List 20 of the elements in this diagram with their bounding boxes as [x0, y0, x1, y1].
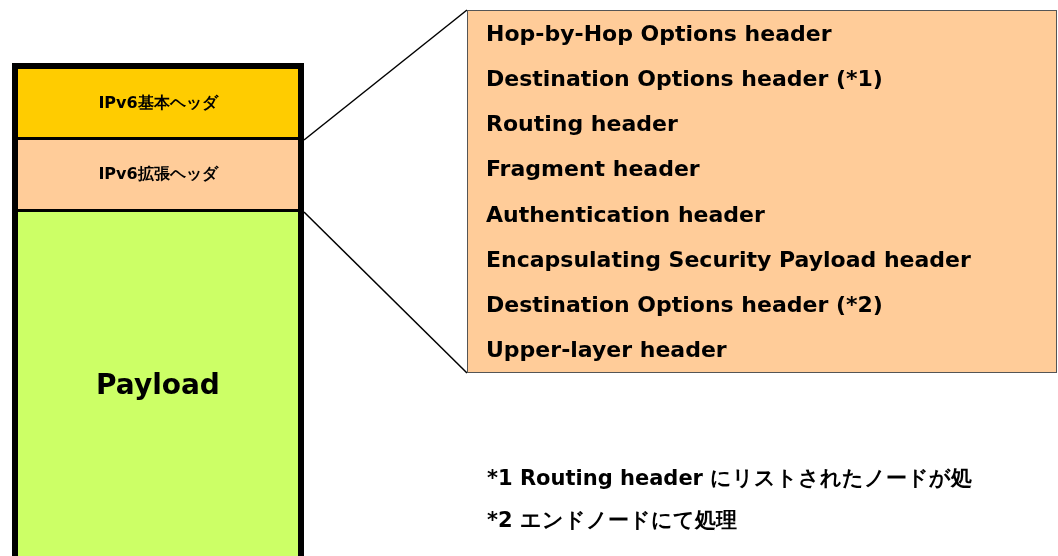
header-name: Destination Options header (*1): [486, 66, 883, 92]
extension-list-box: [467, 10, 1057, 373]
header-name: Authentication header: [486, 201, 765, 227]
header-box: [18, 140, 298, 212]
header-name: Fragment header: [486, 156, 700, 182]
box-label: IPv6基本ヘッダ: [98, 92, 218, 114]
box-label: Payload: [96, 367, 220, 401]
packet-frame: [12, 63, 304, 556]
header-name: Encapsulating Security Payload header: [486, 246, 971, 272]
connector-line: [303, 9, 468, 141]
footnote: *2 エンドノードにて処理: [487, 507, 737, 534]
connector-line: [303, 211, 468, 374]
box-label: IPv6拡張ヘッダ: [98, 164, 218, 185]
footnote: *1 Routing header にリストされたノードが処: [487, 465, 973, 492]
header-name: Hop-by-Hop Options header: [486, 21, 832, 47]
header-name: Destination Options header (*2): [486, 291, 883, 317]
header-name: Routing header: [486, 111, 678, 137]
payload-box: [18, 212, 298, 556]
header-name: Upper-layer header: [486, 336, 727, 362]
header-box: [18, 69, 298, 140]
